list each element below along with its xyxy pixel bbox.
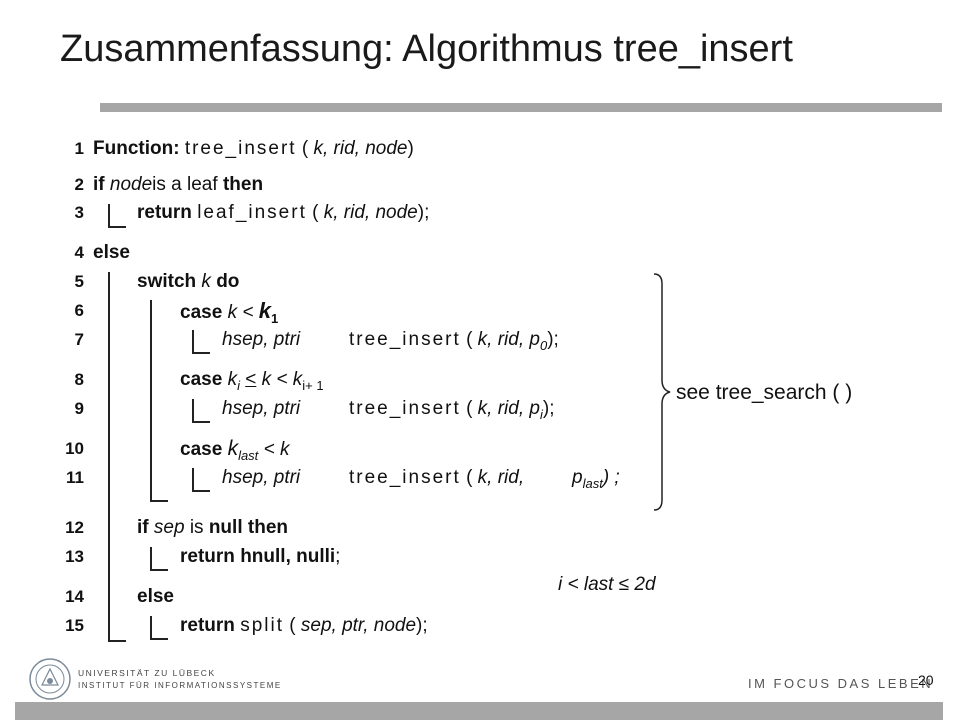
title-divider (100, 103, 942, 112)
index-condition: i < last ≤ 2d (558, 574, 656, 595)
if-null-bracket-foot (150, 569, 168, 571)
line-number: 12 (65, 518, 84, 537)
code-line-7-call: tree_insert ( k, rid, p0); (349, 329, 559, 353)
line-number: 6 (74, 301, 84, 320)
if-body-bracket-foot (108, 226, 126, 228)
line-number: 11 (66, 468, 84, 487)
switch-body-bracket (150, 300, 152, 500)
else-body-bracket (108, 272, 110, 640)
if-body-bracket (108, 204, 110, 226)
code-line-11: hsep, ptri (222, 467, 301, 488)
code-line-11-call: tree_insert ( k, rid, (349, 467, 525, 488)
line-number: 8 (74, 370, 84, 389)
code-line-12: if sep is null then (137, 517, 288, 538)
code-line-15: return split ( sep, ptr, node); (180, 615, 428, 636)
code-line-10: case klast < k (180, 437, 290, 463)
line-number: 10 (65, 439, 84, 458)
line-number: 15 (65, 616, 84, 635)
code-line-5: switch k do (137, 271, 240, 292)
university-name: UNIVERSITÄT ZU LÜBECK (78, 668, 216, 678)
case1-bracket (192, 330, 194, 352)
else-split-bracket (150, 616, 152, 638)
code-line-3: return leaf_insert ( k, rid, node); (137, 202, 430, 223)
line-number: 4 (74, 243, 84, 262)
line-number: 3 (74, 203, 84, 222)
case3-bracket (192, 468, 194, 490)
code-line-14: else (137, 586, 174, 607)
curly-brace-icon (653, 273, 671, 511)
case3-bracket-foot (192, 490, 210, 492)
page-number: 20 (918, 672, 934, 688)
else-split-bracket-foot (150, 638, 168, 640)
code-line-8: case ki < k < ki+ 1 (180, 369, 324, 393)
slogan: IM FOCUS DAS LEBEN (748, 676, 934, 691)
code-line-9-call: tree_insert ( k, rid, pi); (349, 398, 555, 422)
code-line-4: else (93, 242, 130, 263)
line-number: 14 (65, 587, 84, 606)
line-number: 1 (74, 139, 84, 158)
code-line-2: if nodeis a leaf then (93, 174, 264, 195)
code-line-7: hsep, ptri (222, 329, 301, 350)
line-number: 2 (74, 175, 84, 194)
footer-bar (15, 702, 943, 720)
code-line-11-tail: plast) ; (572, 467, 620, 491)
switch-body-bracket-foot (150, 500, 168, 502)
algorithm-listing: 1 2 3 4 5 6 7 8 9 10 11 12 13 14 15 Func… (65, 138, 620, 642)
else-body-bracket-foot (108, 640, 126, 642)
code-line-1: Function: tree_insert ( k, rid, node) (93, 138, 414, 159)
case2-bracket-foot (192, 421, 210, 423)
university-seal-icon (29, 658, 71, 700)
case1-bracket-foot (192, 352, 210, 354)
institute-name: INSTITUT FÜR INFORMATIONSSYSTEME (78, 681, 282, 690)
code-line-6: case k < k1 (180, 298, 279, 326)
code-line-9: hsep, ptri (222, 398, 301, 419)
line-number: 13 (65, 547, 84, 566)
line-number: 7 (74, 330, 84, 349)
code-line-13: return hnull, nulli; (180, 546, 341, 567)
see-tree-search-note: see tree_search ( ) (676, 381, 853, 404)
case2-bracket (192, 399, 194, 421)
if-null-bracket (150, 547, 152, 569)
line-number: 5 (74, 272, 84, 291)
slide-title: Zusammenfassung: Algorithmus tree_insert (60, 28, 793, 70)
line-number: 9 (74, 399, 84, 418)
